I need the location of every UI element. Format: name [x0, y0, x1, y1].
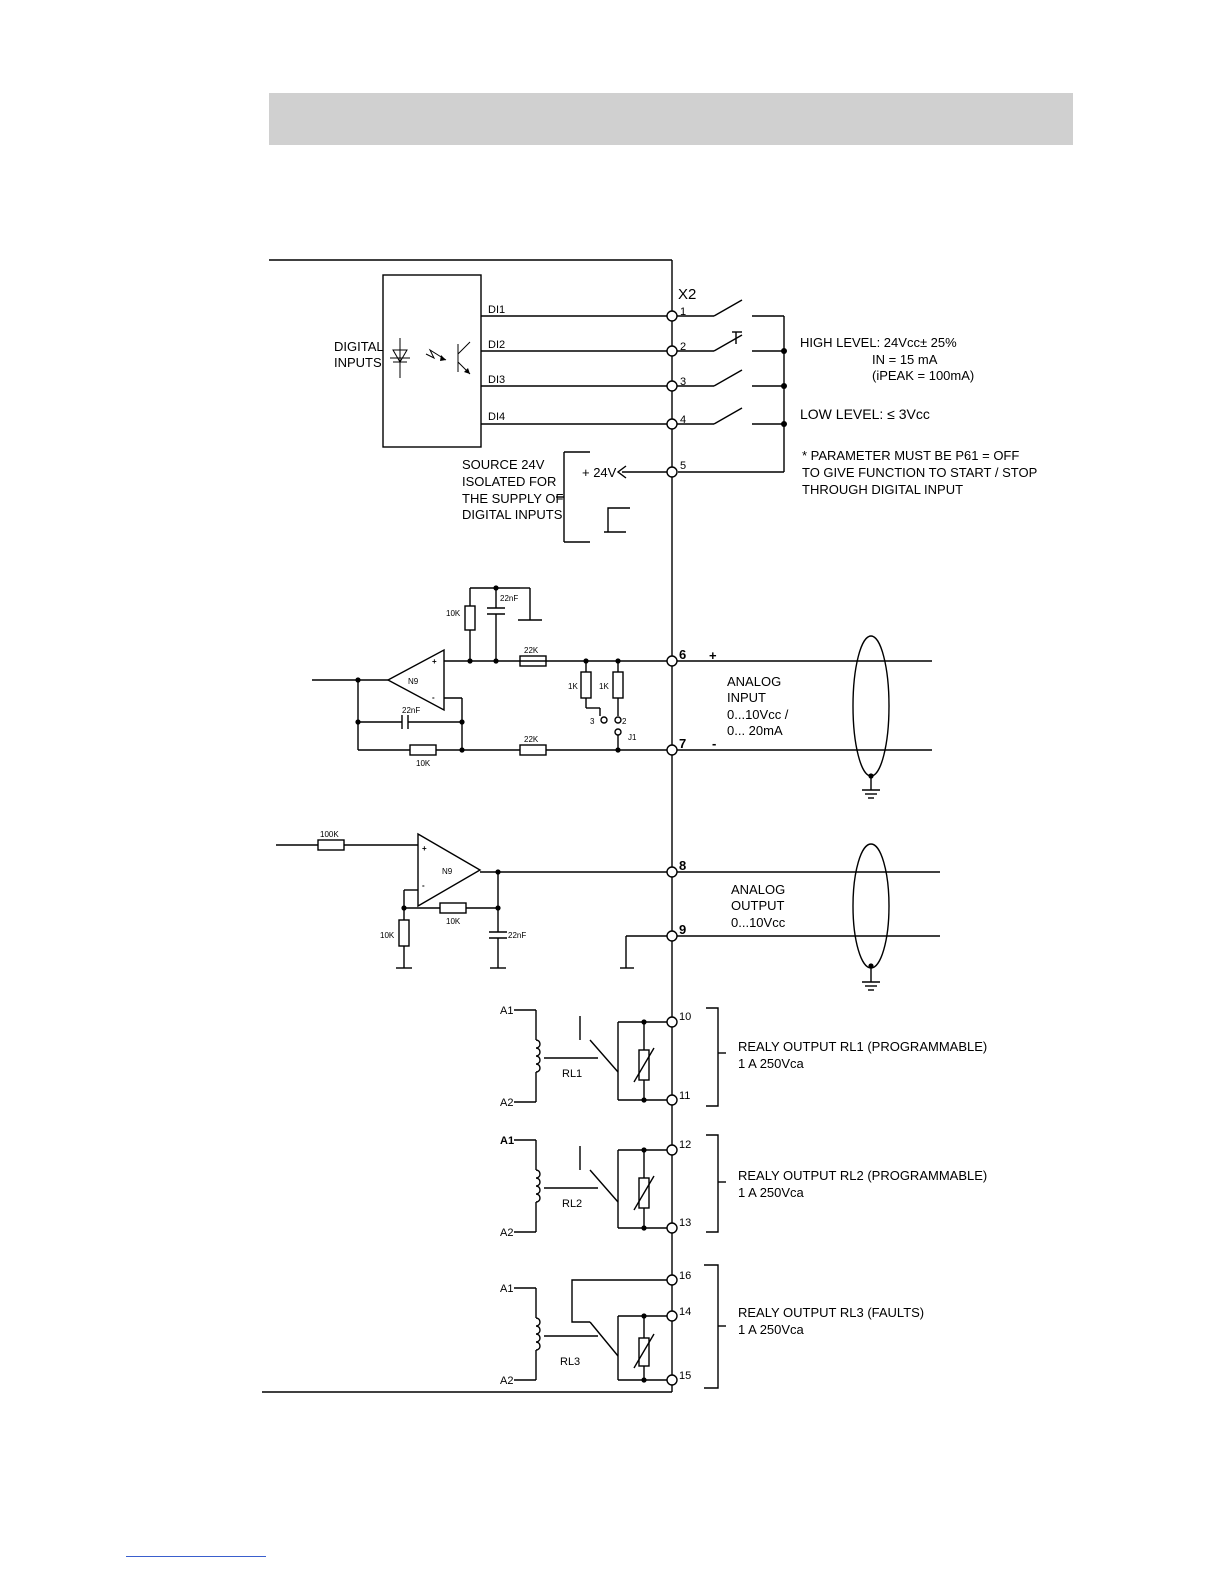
di2-label: DI2: [488, 339, 505, 351]
digital-inputs-title-2: INPUTS: [334, 355, 382, 370]
analog-input-label-2: INPUT: [727, 690, 766, 705]
high-level-3: (iPEAK = 100mA): [872, 368, 974, 383]
source-label-2: ISOLATED FOR: [462, 474, 556, 489]
terminal-16: 16: [679, 1270, 691, 1282]
relay-rl1: [514, 1007, 726, 1107]
r-10k-out-gnd: 10K: [380, 931, 395, 940]
terminal-6: 6: [679, 647, 686, 662]
r-22k-in1: 22K: [524, 646, 539, 655]
rl3-label: REALY OUTPUT RL3 (FAULTS): [738, 1305, 924, 1320]
rl1-label: REALY OUTPUT RL1 (PROGRAMMABLE): [738, 1039, 987, 1054]
source-24v: [556, 451, 672, 543]
footer-link-line: [126, 1556, 266, 1557]
opamp-n9-out: N9: [442, 867, 453, 876]
rl1-a2: A2: [500, 1097, 513, 1109]
analog-output-circuit: [276, 832, 940, 991]
note-1: * PARAMETER MUST BE P61 = OFF: [802, 448, 1019, 463]
jumper-label: J1: [628, 733, 637, 742]
opamp-out-minus: -: [422, 881, 425, 890]
high-level-1: HIGH LEVEL: 24Vcc± 25%: [800, 335, 957, 350]
opamp-out-plus: +: [422, 844, 427, 853]
di3-label: DI3: [488, 374, 505, 386]
terminal-5: 5: [680, 460, 686, 472]
analog-input-minus: -: [712, 736, 716, 751]
digital-inputs-title-1: DIGITAL: [334, 339, 384, 354]
terminal-circles: [666, 310, 678, 1386]
source-label-1: SOURCE 24V: [462, 457, 545, 472]
rl2-rating: 1 A 250Vca: [738, 1185, 805, 1200]
rl3-a1: A1: [500, 1283, 513, 1295]
terminal-2: 2: [680, 341, 686, 353]
r-10k-out-fb: 10K: [446, 917, 461, 926]
r-10k-top: 10K: [446, 609, 461, 618]
digital-inputs-block: [382, 274, 482, 448]
analog-input-label-4: 0... 20mA: [727, 723, 783, 738]
terminal-3: 3: [680, 376, 686, 388]
analog-input-plus: +: [709, 648, 717, 663]
note-2: TO GIVE FUNCTION TO START / STOP: [802, 465, 1037, 480]
rl2-label: REALY OUTPUT RL2 (PROGRAMMABLE): [738, 1168, 987, 1183]
terminal-7: 7: [679, 736, 686, 751]
rl3-rating: 1 A 250Vca: [738, 1322, 805, 1337]
analog-output-label-2: OUTPUT: [731, 898, 785, 913]
rl1-coil: RL1: [562, 1068, 582, 1080]
rl3-a2: A2: [500, 1375, 513, 1387]
outer-frame: [262, 259, 673, 1393]
di4-label: DI4: [488, 411, 505, 423]
analog-input-label-1: ANALOG: [727, 674, 781, 689]
analog-input-circuit: [312, 585, 932, 799]
terminal-8: 8: [679, 858, 686, 873]
source-label-3: THE SUPPLY OF: [462, 491, 563, 506]
rl2-coil: RL2: [562, 1198, 582, 1210]
di-switches: [672, 299, 787, 473]
terminal-11: 11: [679, 1090, 690, 1102]
opamp-n9-in: N9: [408, 677, 419, 686]
di1-label: DI1: [488, 304, 505, 316]
r-100k: 100K: [320, 830, 339, 839]
opamp-in-plus: +: [432, 657, 437, 666]
terminal-10: 10: [679, 1011, 691, 1023]
c-22nf-fb: 22nF: [402, 706, 420, 715]
analog-output-label-1: ANALOG: [731, 882, 785, 897]
r-1k-1: 1K: [568, 682, 578, 691]
analog-input-label-3: 0...10Vcc /: [727, 707, 789, 722]
terminal-4: 4: [680, 414, 686, 426]
connector-label: X2: [678, 286, 696, 303]
relay-rl2: [514, 1134, 726, 1233]
di-wires: [481, 315, 672, 425]
rl2-a2: A2: [500, 1227, 513, 1239]
note-3: THROUGH DIGITAL INPUT: [802, 482, 963, 497]
rl2-a1: A1: [500, 1135, 514, 1147]
c-22nf-out: 22nF: [508, 931, 526, 940]
low-level: LOW LEVEL: ≤ 3Vcc: [800, 406, 930, 422]
terminal-14: 14: [679, 1306, 691, 1318]
rl1-a1: A1: [500, 1005, 513, 1017]
r-10k-fb: 10K: [416, 759, 431, 768]
relay-rl3: [514, 1264, 726, 1389]
terminal-1: 1: [680, 306, 686, 318]
terminal-12: 12: [679, 1139, 691, 1151]
terminal-15: 15: [679, 1370, 691, 1382]
terminal-9: 9: [679, 922, 686, 937]
jumper-pin3: 3: [590, 717, 595, 726]
analog-output-label-3: 0...10Vcc: [731, 915, 786, 930]
jumper-pin2: 2: [622, 717, 627, 726]
rl1-rating: 1 A 250Vca: [738, 1056, 805, 1071]
rl3-coil: RL3: [560, 1356, 580, 1368]
c-22nf-top: 22nF: [500, 594, 518, 603]
r-22k-in2: 22K: [524, 735, 539, 744]
header-bar: [269, 93, 1073, 145]
opamp-in-minus: -: [432, 693, 435, 702]
source-label-4: DIGITAL INPUTS: [462, 507, 563, 522]
high-level-2: IN = 15 mA: [872, 352, 938, 367]
supply-label: + 24V: [582, 465, 617, 480]
r-1k-2: 1K: [599, 682, 609, 691]
terminal-13: 13: [679, 1217, 691, 1229]
